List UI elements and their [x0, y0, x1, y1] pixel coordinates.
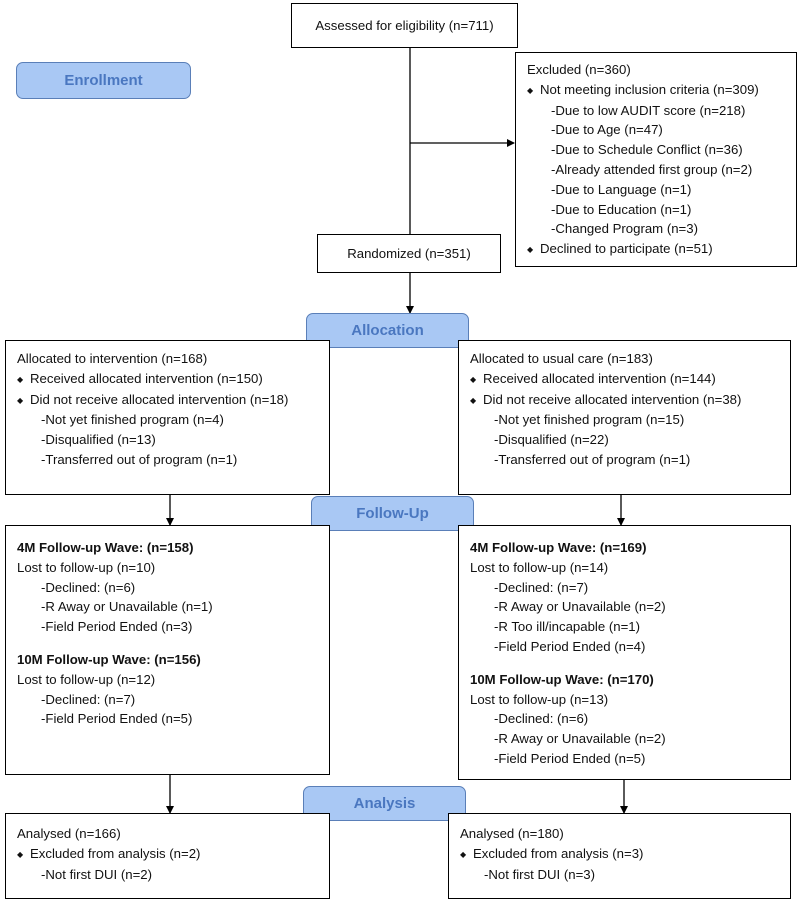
analysed-title: Analysed (n=180) [460, 826, 564, 841]
lost-reason: -Field Period Ended (n=4) [494, 638, 646, 654]
not-received-reason: -Not yet finished program (n=4) [41, 412, 224, 428]
not-received-intervention: Did not receive allocated intervention (… [17, 390, 329, 411]
wave-4m-title: 4M Follow-up Wave: (n=169) [470, 540, 647, 555]
lost-reason: -Field Period Ended (n=3) [41, 619, 193, 635]
received-intervention: Received allocated intervention (n=144) [470, 369, 790, 390]
exclusion-reason: -Due to Education (n=1) [551, 201, 692, 217]
randomized-box: Randomized (n=351) [317, 234, 501, 273]
lost-to-followup: Lost to follow-up (n=10) [17, 559, 156, 575]
excluded-from-analysis: Excluded from analysis (n=2) [17, 844, 329, 865]
lost-reason: -Declined: (n=6) [41, 579, 136, 595]
not-received-reason: -Disqualified (n=13) [41, 432, 156, 448]
wave-4m-title: 4M Follow-up Wave: (n=158) [17, 540, 194, 555]
stage-follow-up: Follow-Up [311, 496, 474, 531]
lost-reason: -Declined: (n=7) [494, 579, 589, 595]
lost-reason: -Declined: (n=6) [494, 711, 589, 727]
not-received-reason: -Transferred out of program (n=1) [41, 451, 238, 467]
exclusion-reason: -Due to Age (n=47) [551, 122, 663, 138]
lost-reason: -R Away or Unavailable (n=2) [494, 731, 666, 747]
lost-reason: -R Away or Unavailable (n=1) [41, 599, 213, 615]
followup-intervention-box: 4M Follow-up Wave: (n=158) Lost to follo… [5, 525, 330, 775]
lost-reason: -R Too ill/incapable (n=1) [494, 619, 640, 635]
analysis-intervention-box: Analysed (n=166) Excluded from analysis … [5, 813, 330, 899]
stage-allocation: Allocation [306, 313, 469, 348]
lost-to-followup: Lost to follow-up (n=14) [470, 559, 609, 575]
lost-reason: -Field Period Ended (n=5) [41, 711, 193, 727]
not-received-reason: -Transferred out of program (n=1) [494, 451, 691, 467]
analysis-exclusion-reason: -Not first DUI (n=2) [41, 866, 153, 882]
exclusion-reason: -Changed Program (n=3) [551, 221, 698, 237]
exclusion-reason: -Already attended first group (n=2) [551, 161, 753, 177]
assessed-text: Assessed for eligibility (n=711) [315, 18, 494, 33]
lost-to-followup: Lost to follow-up (n=13) [470, 691, 609, 707]
analysis-usual-care-box: Analysed (n=180) Excluded from analysis … [448, 813, 791, 899]
allocation-usual-care-box: Allocated to usual care (n=183) Received… [458, 340, 791, 495]
exclusion-reason: -Due to low AUDIT score (n=218) [551, 102, 746, 118]
exclusion-reason: -Due to Language (n=1) [551, 181, 692, 197]
analysed-title: Analysed (n=166) [17, 826, 121, 841]
wave-10m-title: 10M Follow-up Wave: (n=156) [17, 651, 201, 667]
not-received-reason: -Not yet finished program (n=15) [494, 412, 685, 428]
stage-enrollment: Enrollment [16, 62, 191, 99]
allocation-title: Allocated to intervention (n=168) [17, 351, 208, 366]
not-received-reason: -Disqualified (n=22) [494, 432, 609, 448]
excluded-from-analysis: Excluded from analysis (n=3) [460, 844, 790, 865]
allocation-title: Allocated to usual care (n=183) [470, 351, 653, 366]
wave-10m-title: 10M Follow-up Wave: (n=170) [470, 671, 654, 687]
declined-participate: Declined to participate (n=51) [527, 239, 796, 260]
lost-reason: -Declined: (n=7) [41, 691, 136, 707]
lost-reason: -Field Period Ended (n=5) [494, 750, 646, 766]
lost-reason: -R Away or Unavailable (n=2) [494, 599, 666, 615]
not-meeting-criteria: Not meeting inclusion criteria (n=309) [527, 80, 796, 101]
followup-usual-care-box: 4M Follow-up Wave: (n=169) Lost to follo… [458, 525, 791, 780]
allocation-intervention-box: Allocated to intervention (n=168) Receiv… [5, 340, 330, 495]
randomized-text: Randomized (n=351) [347, 246, 471, 261]
assessed-box: Assessed for eligibility (n=711) [291, 3, 518, 48]
lost-to-followup: Lost to follow-up (n=12) [17, 671, 156, 687]
excluded-box: Excluded (n=360) Not meeting inclusion c… [515, 52, 797, 267]
excluded-title: Excluded (n=360) [527, 62, 631, 77]
stage-analysis: Analysis [303, 786, 466, 821]
exclusion-reason: -Due to Schedule Conflict (n=36) [551, 142, 743, 158]
not-received-intervention: Did not receive allocated intervention (… [470, 390, 790, 411]
received-intervention: Received allocated intervention (n=150) [17, 369, 329, 390]
analysis-exclusion-reason: -Not first DUI (n=3) [484, 866, 596, 882]
